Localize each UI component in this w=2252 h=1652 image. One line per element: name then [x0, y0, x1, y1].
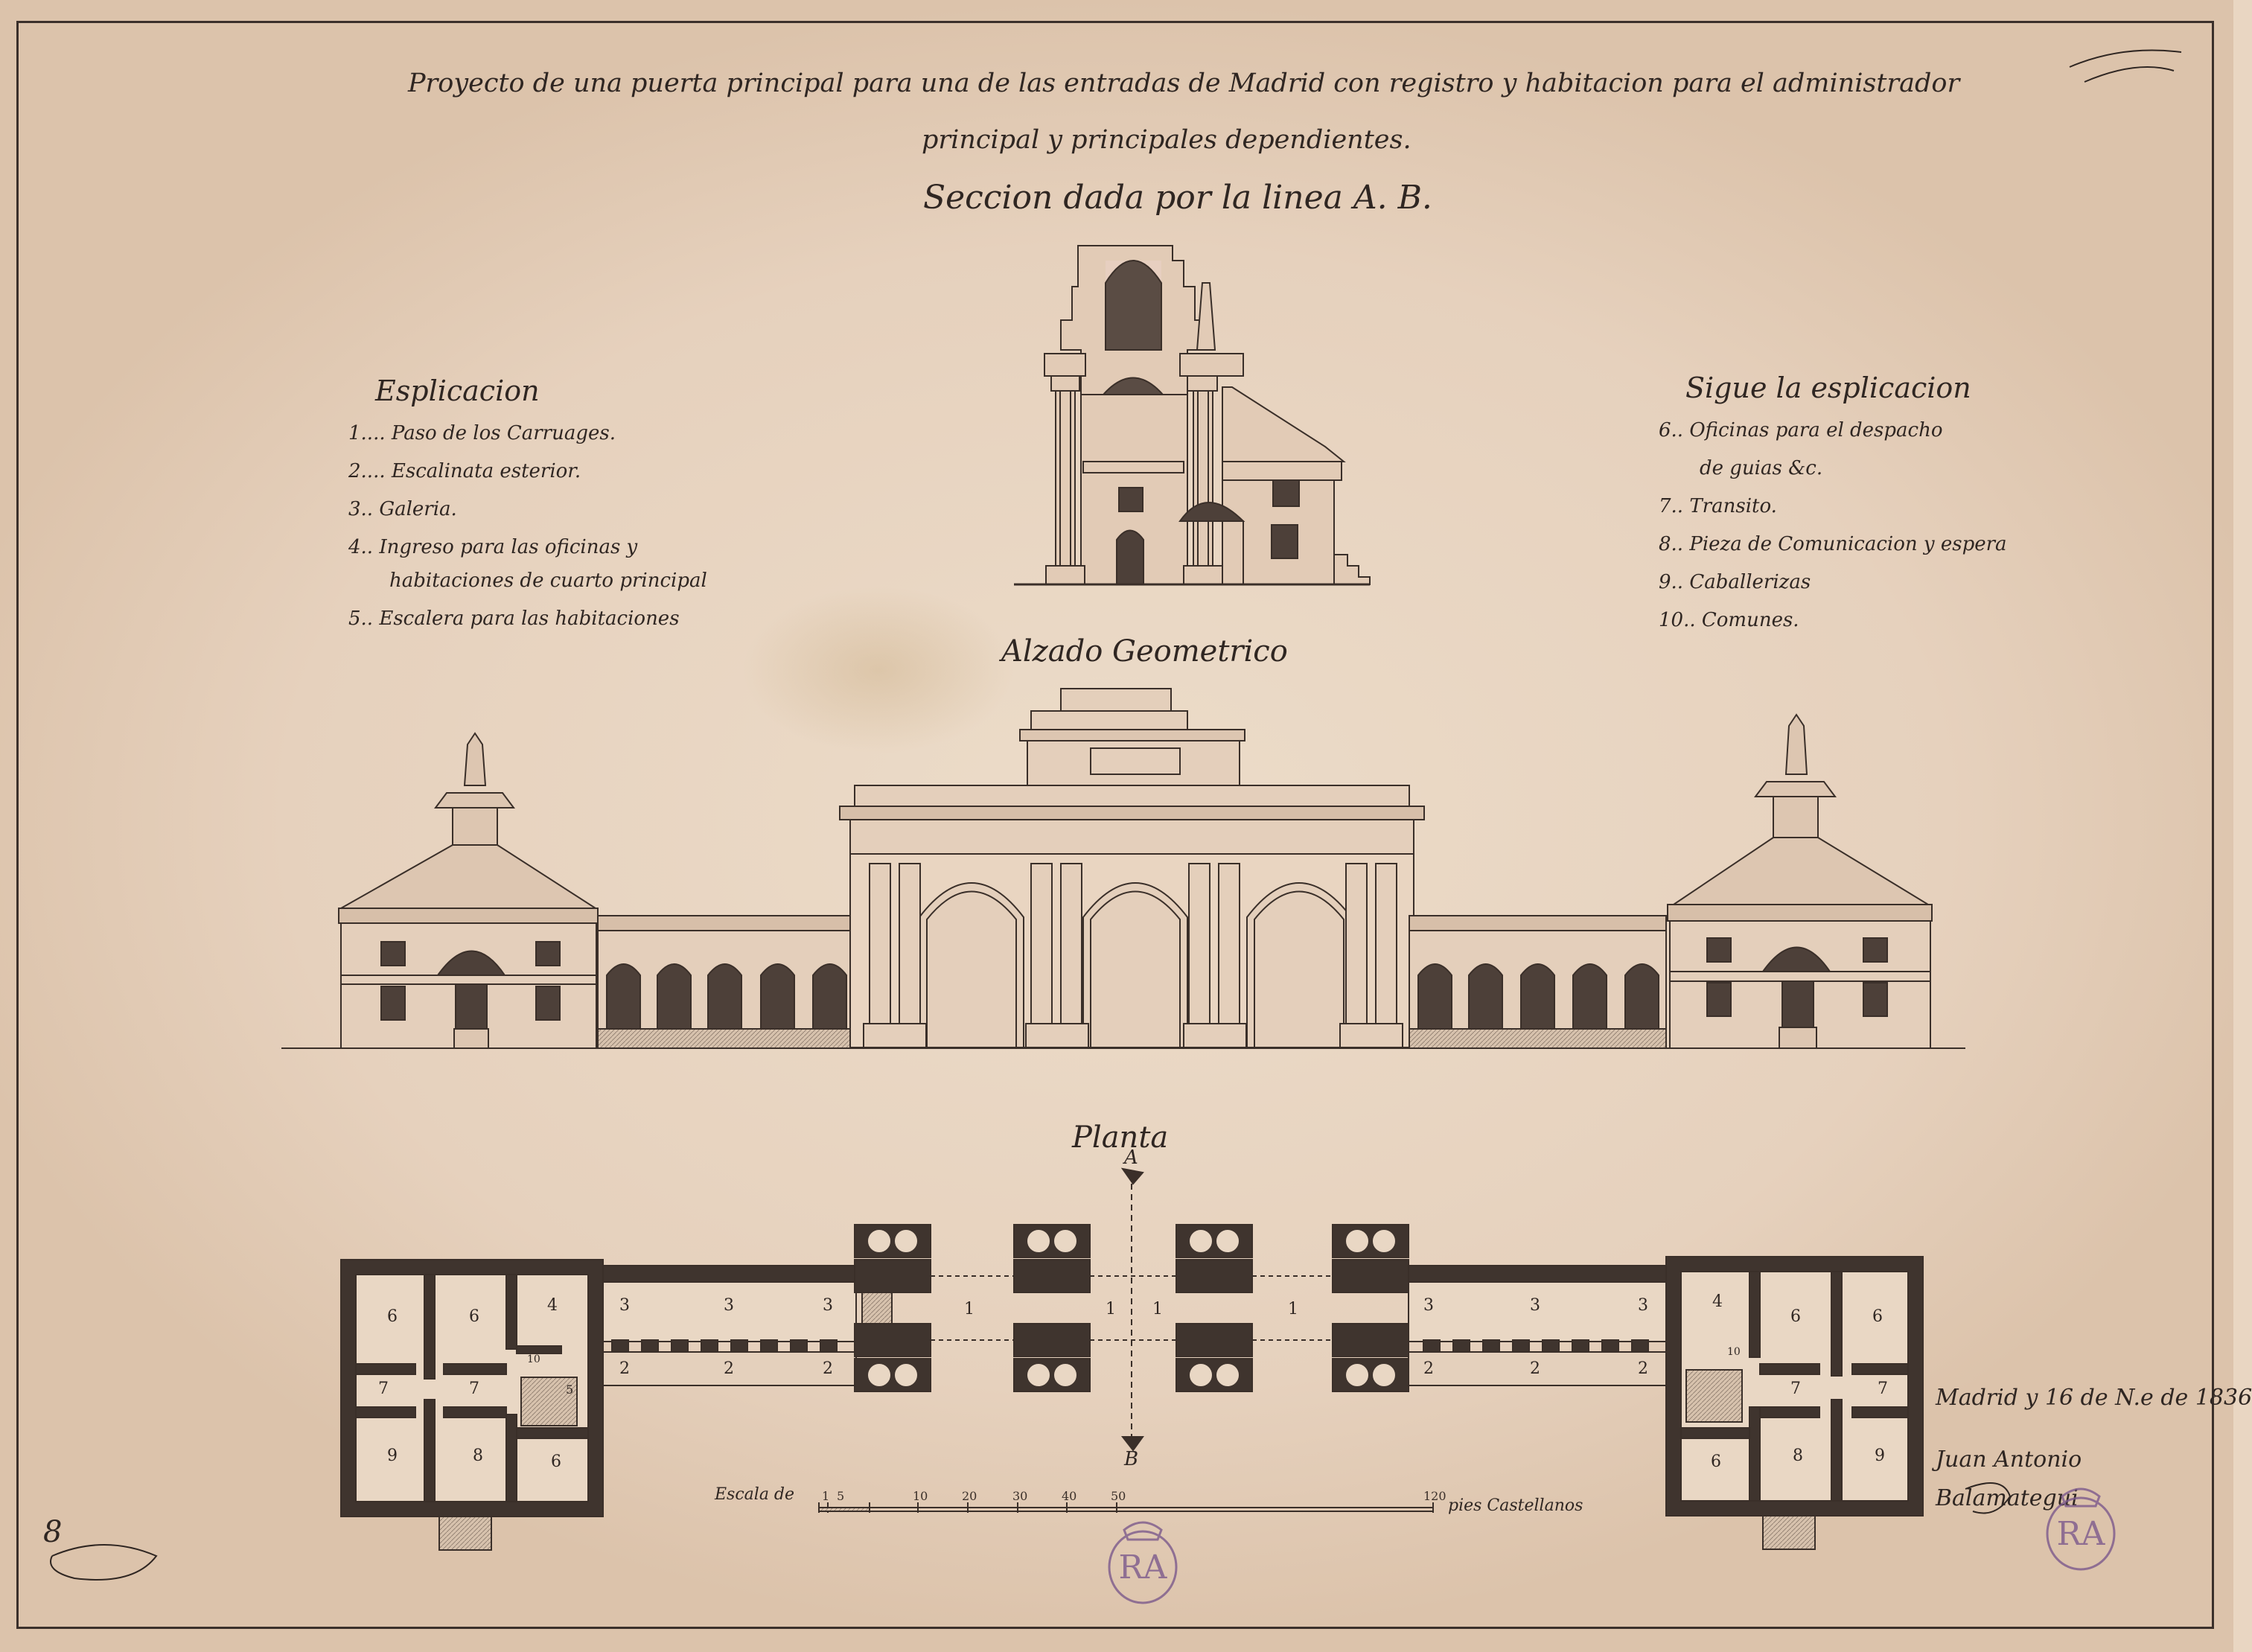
scale-tick: 1 [822, 1489, 830, 1503]
plan-num: 2 [1423, 1359, 1434, 1378]
elevation-title: Alzado Geometrico [1001, 634, 1288, 669]
explanation-left: Esplicacion 1.... Paso de los Carruages.… [348, 372, 707, 638]
scale-tick: 120 [1423, 1489, 1446, 1503]
plan-num: 2 [724, 1359, 734, 1378]
signature-place-date: Madrid y 16 de N.e de 1836 [1936, 1385, 2252, 1411]
elevation-drawing [281, 688, 1965, 1049]
plan-num: 6 [1790, 1307, 1801, 1326]
plan-marker-a: A [1124, 1146, 1138, 1169]
plan-num: 1 [1106, 1300, 1116, 1318]
scale-tick: 5 [837, 1489, 845, 1503]
plan-num: 4 [1712, 1292, 1723, 1311]
plan-num: 9 [387, 1447, 398, 1465]
scale-tick: 50 [1111, 1489, 1126, 1503]
plan-num: 10 [527, 1353, 540, 1365]
title-line-2: principal y principales dependientes. [922, 125, 1412, 155]
library-seal-stamp-2: RA [2046, 1487, 2116, 1571]
scale-tick: 10 [913, 1489, 928, 1503]
plan-num: 3 [1530, 1296, 1540, 1315]
inventory-mark: 8 [43, 1515, 63, 1549]
explanation-right-heading: Sigue la esplicacion [1685, 371, 1971, 404]
legend-item-2: 2.... Escalinata esterior. [348, 460, 581, 482]
plan-num: 3 [1638, 1296, 1648, 1315]
plan-num: 2 [823, 1359, 833, 1378]
plan-num: 2 [619, 1359, 630, 1378]
plan-num: 6 [1872, 1307, 1883, 1326]
section-drawing [1014, 245, 1371, 586]
plan-num: 8 [473, 1447, 483, 1465]
signature-name: Juan Antonio Balamategui [1936, 1447, 2082, 1511]
explanation-left-heading: Esplicacion [375, 374, 540, 407]
legend-item-7: 7.. Transito. [1659, 495, 1777, 517]
plan-num: 4 [547, 1296, 558, 1315]
svg-text:RA: RA [1119, 1549, 1168, 1586]
plan-num: 1 [964, 1300, 975, 1318]
plan-num: 6 [551, 1452, 561, 1471]
plan-num: 1 [1152, 1300, 1163, 1318]
scale-label: Escala de [715, 1485, 795, 1504]
sheet-border [16, 21, 2214, 1629]
plan-num: 5 [566, 1382, 573, 1397]
scale-tick: 30 [1012, 1489, 1028, 1503]
plan-num: 3 [823, 1296, 833, 1315]
legend-item-4-cont: habitaciones de cuarto principal [389, 570, 707, 592]
plan-num: 7 [1790, 1380, 1801, 1398]
plan-num: 3 [619, 1296, 630, 1315]
legend-item-5: 5.. Escalera para las habitaciones [348, 607, 680, 630]
plan-num: 6 [1711, 1452, 1721, 1471]
plan-num: 1 [1288, 1300, 1298, 1318]
legend-item-8: 8.. Pieza de Comunicacion y espera [1659, 533, 2007, 555]
plan-title: Planta [1072, 1120, 1169, 1155]
legend-item-6-cont: de guias &c. [1700, 457, 1823, 479]
plan-num: 9 [1875, 1447, 1885, 1465]
plan-num: 3 [1423, 1296, 1434, 1315]
svg-text:RA: RA [2057, 1515, 2106, 1553]
scale-tick: 40 [1062, 1489, 1077, 1503]
plan-num: 10 [1727, 1346, 1741, 1358]
legend-item-3: 3.. Galeria. [348, 498, 457, 520]
library-seal-stamp: RA [1108, 1521, 1178, 1604]
legend-item-9: 9.. Caballerizas [1659, 571, 1811, 593]
plan-room-numbers: 6 6 4 3 3 3 10 7 7 5 2 2 2 9 8 6 1 1 1 1… [378, 1292, 1888, 1471]
title-line-1: Proyecto de una puerta principal para un… [408, 68, 1960, 98]
scale-unit: pies Castellanos [1448, 1496, 1583, 1515]
plan-drawing [340, 1167, 1924, 1551]
scale-bar [818, 1502, 1434, 1513]
plan-num: 2 [1530, 1359, 1540, 1378]
plan-num: 6 [469, 1307, 479, 1326]
scale-tick: 20 [962, 1489, 977, 1503]
explanation-right: Sigue la esplicacion 6.. Oficinas para e… [1659, 369, 2007, 640]
legend-item-10: 10.. Comunes. [1659, 609, 1799, 631]
plan-num: 7 [469, 1380, 479, 1398]
plan-num: 7 [1878, 1380, 1888, 1398]
plan-num: 3 [724, 1296, 734, 1315]
legend-item-1: 1.... Paso de los Carruages. [348, 422, 616, 444]
legend-item-4: 4.. Ingreso para las oficinas y [348, 536, 638, 558]
section-title: Seccion dada por la linea A. B. [923, 179, 1432, 217]
plan-num: 6 [387, 1307, 398, 1326]
plan-marker-b: B [1124, 1448, 1139, 1470]
legend-item-6: 6.. Oficinas para el despacho [1659, 419, 1943, 441]
plan-num: 8 [1793, 1447, 1803, 1465]
plan-num: 7 [378, 1380, 389, 1398]
plan-num: 2 [1638, 1359, 1648, 1378]
